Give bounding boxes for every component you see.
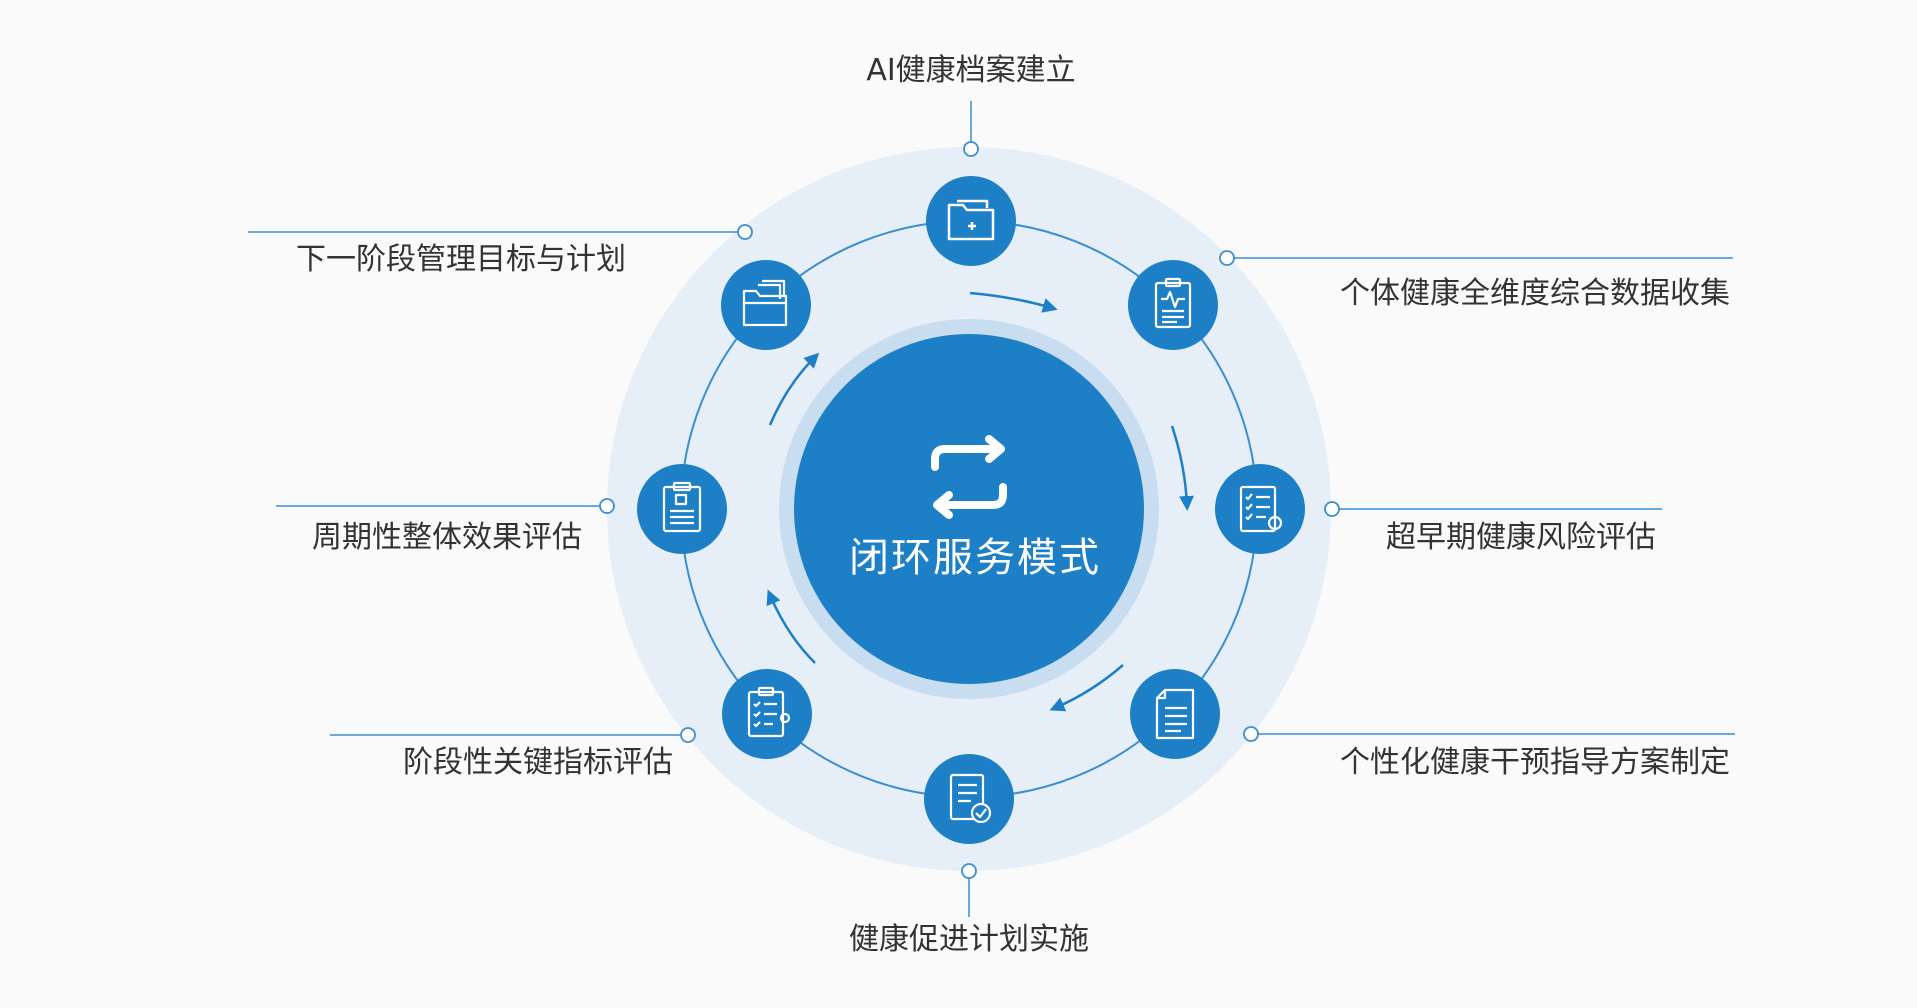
marker-ai-archive: [963, 141, 979, 157]
marker-risk-assessment: [1324, 501, 1340, 517]
connector-markers: [599, 141, 1340, 879]
center-title: 闭环服务模式: [849, 535, 1101, 581]
step-label-risk-assessment: 超早期健康风险评估: [1386, 520, 1656, 555]
checklist-icon: [1239, 485, 1283, 533]
step-node-periodic-evaluation[interactable]: [637, 464, 727, 554]
step-node-stage-indicator[interactable]: [722, 669, 812, 759]
connector-lines: [248, 101, 1735, 917]
marker-periodic-evaluation: [599, 498, 615, 514]
step-label-stage-indicator: 阶段性关键指标评估: [403, 745, 673, 780]
loop-arrows-icon: [931, 435, 1007, 519]
flow-arrow-top: [969, 291, 1058, 313]
flow-arrow-bottom-right: [1049, 664, 1124, 712]
clipboard-heartbeat-icon: [1154, 277, 1192, 329]
flow-arrows: [766, 291, 1195, 712]
step-label-plan-implementation: 健康促进计划实施: [849, 922, 1089, 957]
marker-next-stage: [737, 224, 753, 240]
step-node-ai-archive[interactable]: [926, 176, 1016, 266]
step-node-plan-implementation[interactable]: [924, 754, 1014, 844]
step-node-data-collection[interactable]: [1128, 260, 1218, 350]
marker-intervention-plan: [1243, 726, 1259, 742]
medical-folder-icon: [947, 199, 995, 241]
marker-plan-implementation: [961, 863, 977, 879]
step-label-ai-archive: AI健康档案建立: [866, 53, 1076, 88]
marker-data-collection: [1219, 250, 1235, 266]
clipboard-checklist-icon: [747, 686, 791, 738]
document-list-icon: [1155, 688, 1195, 740]
folder-files-icon: [742, 279, 788, 327]
step-node-intervention-plan[interactable]: [1130, 669, 1220, 759]
step-label-intervention-plan: 个性化健康干预指导方案制定: [1340, 745, 1730, 780]
step-node-risk-assessment[interactable]: [1215, 464, 1305, 554]
flow-arrow-right: [1170, 425, 1195, 511]
step-label-next-stage: 下一阶段管理目标与计划: [296, 242, 626, 277]
step-label-periodic-evaluation: 周期性整体效果评估: [312, 520, 582, 555]
clipboard-report-icon: [662, 481, 702, 533]
flow-arrow-top-left: [768, 352, 820, 426]
step-label-data-collection: 个体健康全维度综合数据收集: [1340, 276, 1730, 311]
step-node-next-stage[interactable]: [721, 260, 811, 350]
flow-arrow-bottom-left: [766, 589, 816, 664]
marker-stage-indicator: [680, 727, 696, 743]
document-check-icon: [949, 773, 992, 824]
